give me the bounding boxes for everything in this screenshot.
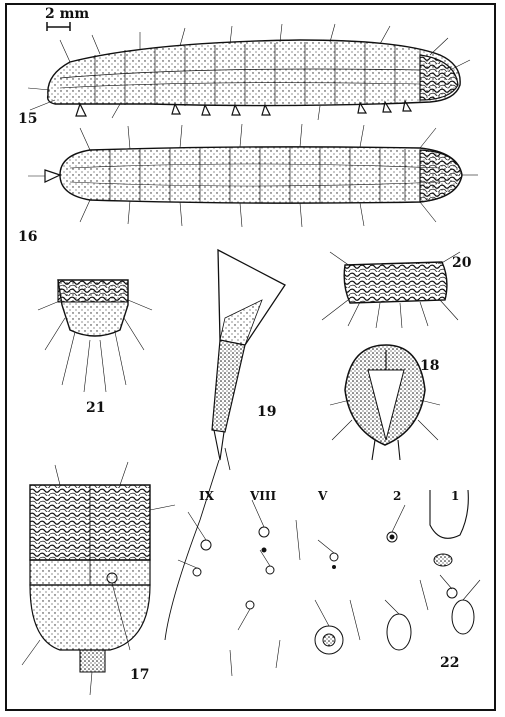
head-capsule xyxy=(329,344,441,461)
figure-number-17: 17 xyxy=(130,667,150,683)
figure-number-22: 22 xyxy=(440,655,460,671)
figure-number-21: 21 xyxy=(86,400,106,416)
segment-label-1: 1 xyxy=(451,489,460,503)
larva-lateral-view xyxy=(27,23,471,121)
anal-plate xyxy=(37,279,153,393)
segment-label-v: V xyxy=(318,489,328,503)
figure-number-20: 20 xyxy=(452,255,472,271)
figure-number-15: 15 xyxy=(18,111,38,127)
figure-number-16: 16 xyxy=(18,229,38,245)
seta-with-pinaculum xyxy=(164,248,286,641)
segment-label-ix: IX xyxy=(199,489,214,503)
figure-number-18: 18 xyxy=(420,358,440,374)
figure-number-19: 19 xyxy=(257,404,277,420)
segment-label-viii: VIII xyxy=(250,489,277,503)
scale-bar xyxy=(46,22,71,31)
chaetotaxy-map xyxy=(177,489,481,677)
terminal-segments xyxy=(21,461,176,696)
scale-bar-label: 2 mm xyxy=(45,6,90,22)
segment-label-2: 2 xyxy=(393,489,402,503)
pronotal-shield xyxy=(321,251,461,329)
larva-dorsal-view xyxy=(28,123,478,228)
